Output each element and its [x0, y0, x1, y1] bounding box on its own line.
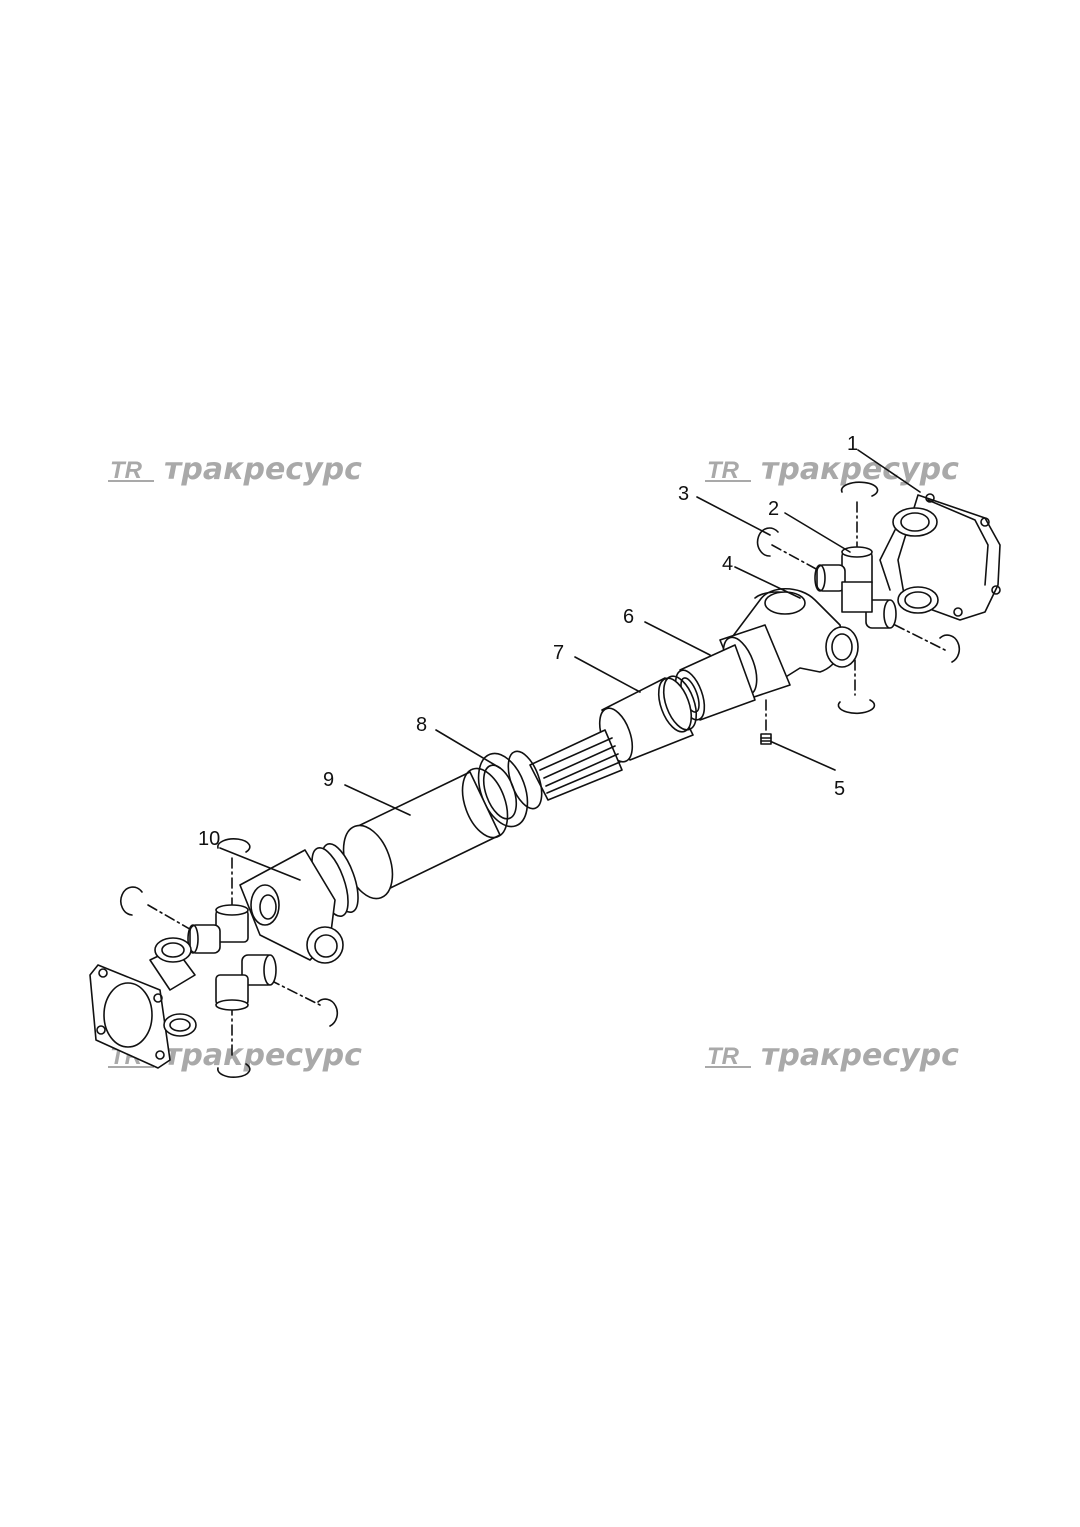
callout-4: 4 — [722, 553, 733, 575]
callout-1: 1 — [847, 433, 858, 455]
callout-7: 7 — [553, 642, 564, 664]
snap-ring-right-lower — [939, 634, 961, 663]
splined-shaft — [529, 729, 623, 801]
watermark-top-right: TR тракресурс — [705, 449, 959, 489]
grease-nipple — [760, 733, 772, 745]
snap-ring-left-top — [217, 838, 251, 853]
callout-2: 2 — [768, 498, 779, 520]
callout-10: 10 — [198, 828, 220, 850]
watermark-text: тракресурс — [761, 451, 959, 487]
brand-logo-icon: TR — [705, 1043, 751, 1070]
brand-logo-icon: TR — [108, 457, 154, 484]
flange-yoke-right — [879, 493, 1001, 621]
callout-5: 5 — [834, 778, 845, 800]
snap-ring-left-lower — [317, 998, 339, 1027]
snap-ring-bottom-right — [837, 699, 876, 715]
svg-text:TR: TR — [707, 1043, 740, 1070]
watermark-text: тракресурс — [164, 451, 362, 487]
universal-joint-cross-left — [187, 904, 277, 1011]
flange-yoke-left — [89, 937, 197, 1069]
universal-joint-cross-right — [814, 546, 897, 629]
watermark-bottom-right: TR тракресурс — [705, 1035, 959, 1075]
snap-ring-left-bottom — [217, 1063, 251, 1078]
tube-yoke-left — [239, 843, 359, 964]
svg-text:TR: TR — [110, 457, 143, 484]
brand-logo-icon: TR — [705, 457, 751, 484]
seal-ring — [477, 750, 543, 828]
watermark-text: тракресурс — [761, 1037, 959, 1073]
snap-ring-top-right — [840, 481, 879, 497]
callout-8: 8 — [416, 714, 427, 736]
snap-ring-3 — [756, 527, 779, 557]
watermark-text: тракресурс — [164, 1037, 362, 1073]
callout-3: 3 — [678, 483, 689, 505]
svg-text:TR: TR — [707, 457, 740, 484]
snap-ring-left-outer — [120, 886, 143, 916]
callout-6: 6 — [623, 606, 634, 628]
watermark-top-left: TR тракресурс — [108, 449, 362, 489]
callout-9: 9 — [323, 769, 334, 791]
